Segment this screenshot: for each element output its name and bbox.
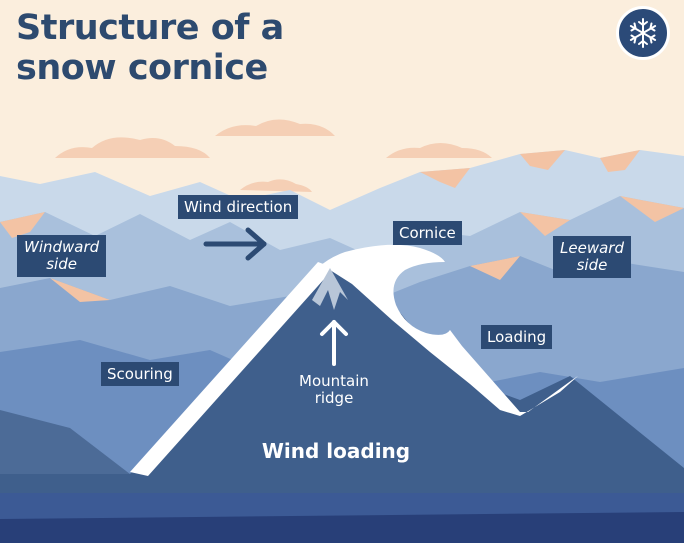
peak-highlight: [520, 150, 565, 170]
peak-highlight: [600, 150, 640, 172]
ridge-line-1: Mountain: [299, 372, 369, 390]
valley-floor: [0, 512, 684, 543]
scouring-label: Scouring: [101, 362, 179, 386]
wind-direction-label: Wind direction: [178, 195, 299, 219]
leeward-line-2: side: [576, 256, 608, 274]
left-dark-slope: [0, 410, 130, 474]
peak-highlight: [620, 196, 684, 222]
windward-line-2: side: [46, 255, 77, 273]
arrow-right-icon: [203, 227, 267, 261]
cloud: [215, 119, 335, 136]
loading-label: Loading: [481, 325, 553, 349]
snowflake-icon: [629, 18, 657, 48]
windward-snow: [130, 262, 334, 476]
cornice-label: Cornice: [393, 221, 462, 245]
cornice-shape: [300, 244, 578, 416]
wind-loading-label: Wind loading: [261, 439, 411, 463]
peak-highlight: [520, 212, 570, 236]
ridge-rocks: [312, 268, 348, 310]
peak-highlight: [420, 168, 470, 188]
peak-highlight: [470, 256, 520, 280]
arrow-up-icon: [320, 320, 348, 366]
title-line-2: snow cornice: [16, 48, 268, 88]
peak-highlight: [0, 212, 45, 238]
windward-side-label: Windward side: [17, 235, 107, 277]
snowflake-badge: [616, 6, 670, 60]
cloud: [386, 143, 492, 158]
page-title: Structure of a snow cornice: [16, 8, 284, 88]
cloud: [55, 137, 210, 158]
cloud: [240, 179, 312, 192]
leeward-side-label: Leeward side: [553, 236, 631, 278]
title-line-1: Structure of a: [16, 8, 284, 48]
windward-line-1: Windward: [24, 238, 100, 256]
peak-highlight: [50, 278, 110, 302]
mountain-ridge-label: Mountain ridge: [286, 373, 382, 407]
ridge-line-2: ridge: [314, 389, 354, 407]
leeward-line-1: Leeward: [560, 239, 624, 257]
